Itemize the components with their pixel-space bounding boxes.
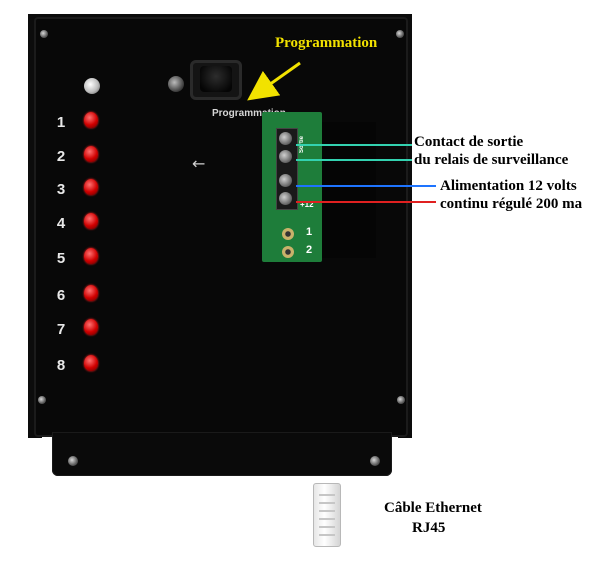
led-7 — [84, 319, 98, 335]
plug-ridge — [319, 494, 335, 496]
led-number: 1 — [56, 114, 66, 131]
led-3 — [84, 179, 98, 195]
terminal-screw-icon — [279, 132, 292, 145]
plug-ridge — [319, 502, 335, 504]
led-6 — [84, 285, 98, 301]
contact-label-line1: Contact de sortie — [414, 134, 524, 150]
programming-knob — [168, 76, 184, 92]
terminal-screw-icon — [279, 174, 292, 187]
led-number: 6 — [56, 287, 66, 304]
contact-label-line2: du relais de surveillance — [414, 152, 569, 168]
programmation-arrow — [247, 61, 301, 101]
plug-ridge — [319, 510, 335, 512]
pin-2-label: 2 — [306, 244, 313, 256]
plug-ridge — [319, 518, 335, 520]
ethernet-plug-icon — [313, 483, 341, 547]
screw-icon — [397, 396, 405, 404]
ethernet-label-line1: Câble Ethernet — [384, 500, 482, 516]
terminal-screw-icon — [279, 150, 292, 163]
plug-ridge — [319, 526, 335, 528]
screw-icon — [370, 456, 380, 466]
led-number: 3 — [56, 181, 66, 198]
led-column: 1 2 3 4 5 6 7 8 — [54, 110, 114, 380]
programmation-callout: Programmation — [275, 35, 378, 51]
screw-icon — [38, 396, 46, 404]
led-1 — [84, 112, 98, 128]
led-5 — [84, 248, 98, 264]
pin-1-label: 1 — [306, 226, 313, 238]
plug-ridge — [319, 534, 335, 536]
screw-icon — [68, 456, 78, 466]
pcb-pad — [282, 246, 294, 258]
led-number: 5 — [56, 250, 66, 267]
led-number: 8 — [56, 357, 66, 374]
terminal-screw-icon — [279, 192, 292, 205]
led-2 — [84, 146, 98, 162]
led-4 — [84, 213, 98, 229]
terminal-block — [276, 128, 298, 210]
programming-silkscreen-label: Programmation — [212, 108, 286, 119]
led-number: 7 — [56, 321, 66, 338]
led-8 — [84, 355, 98, 371]
power-led — [84, 78, 100, 94]
pcb-pad — [282, 228, 294, 240]
screw-icon — [40, 30, 48, 38]
arrow-left-icon: ← — [192, 154, 206, 173]
ethernet-label-line2: RJ45 — [412, 520, 446, 536]
led-number: 2 — [56, 148, 66, 165]
programming-button-cap[interactable] — [200, 66, 232, 92]
screw-icon — [396, 30, 404, 38]
power-label-line1: Alimentation 12 volts — [440, 178, 577, 194]
power-label-line2: continu régulé 200 ma — [440, 196, 583, 212]
device-mounting-tab — [52, 432, 392, 476]
led-number: 4 — [56, 215, 66, 232]
plus12-silk-label: +12 — [300, 200, 314, 209]
